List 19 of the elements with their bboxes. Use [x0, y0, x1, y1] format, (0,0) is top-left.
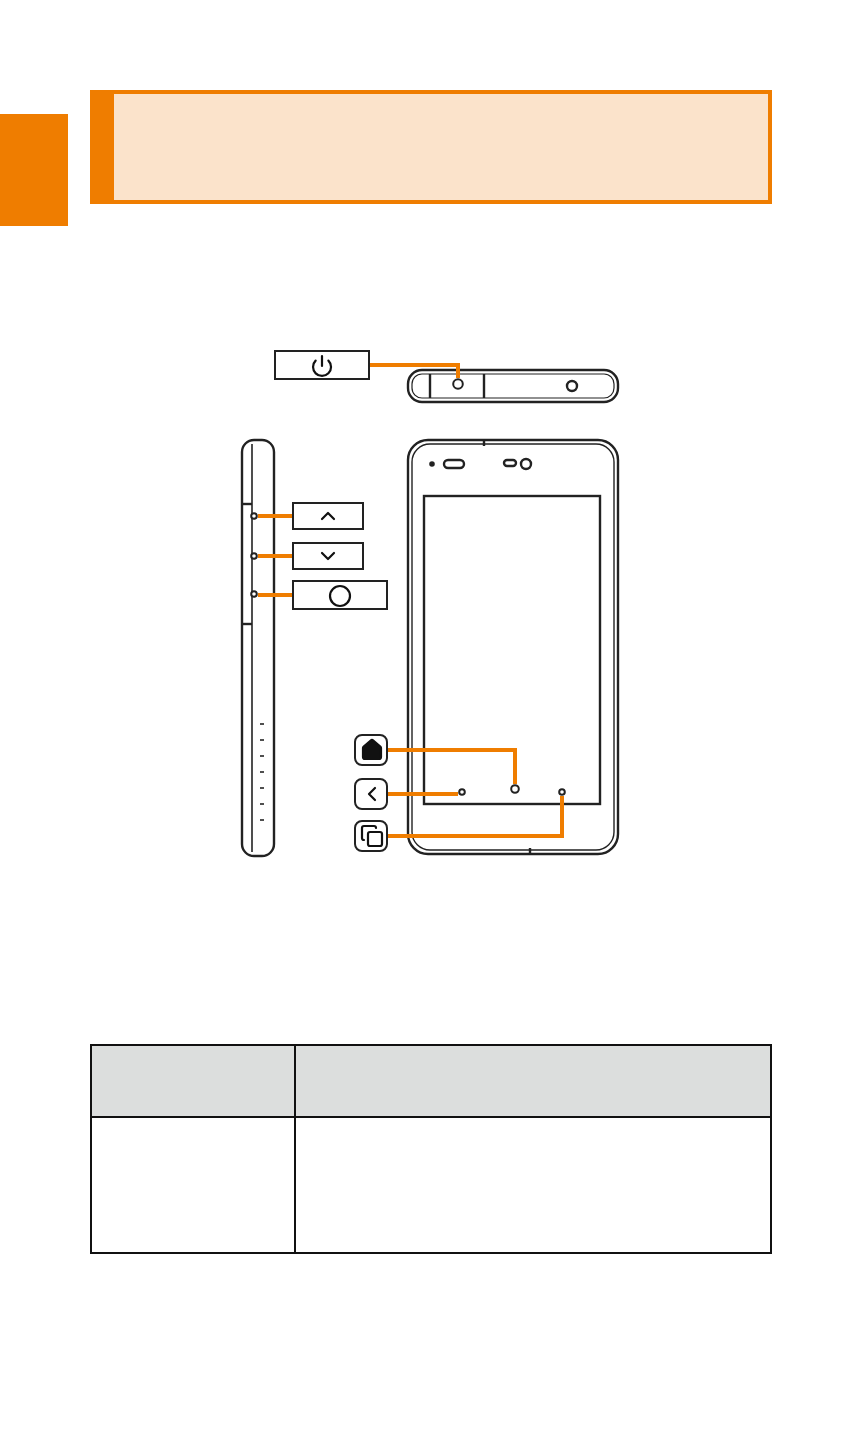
button-mark: [250, 590, 258, 598]
leader-line: [388, 796, 564, 838]
button-mark: [458, 788, 466, 796]
title-banner: [90, 90, 772, 204]
leader-line: [258, 514, 292, 518]
leader-line: [370, 363, 460, 378]
button-mark: [510, 784, 520, 794]
leader-line: [388, 748, 517, 784]
key-symbol-box: [292, 580, 388, 610]
button-mark: [250, 512, 258, 520]
key-symbol-box: [292, 502, 364, 530]
leader-line: [388, 792, 458, 796]
button-mark: [250, 552, 258, 560]
key-symbol-box: [292, 542, 364, 570]
key-symbol-box: [274, 350, 370, 380]
leader-line: [258, 593, 292, 597]
button-mark: [452, 378, 464, 390]
leader-line: [258, 554, 292, 558]
button-mark: [558, 788, 566, 796]
